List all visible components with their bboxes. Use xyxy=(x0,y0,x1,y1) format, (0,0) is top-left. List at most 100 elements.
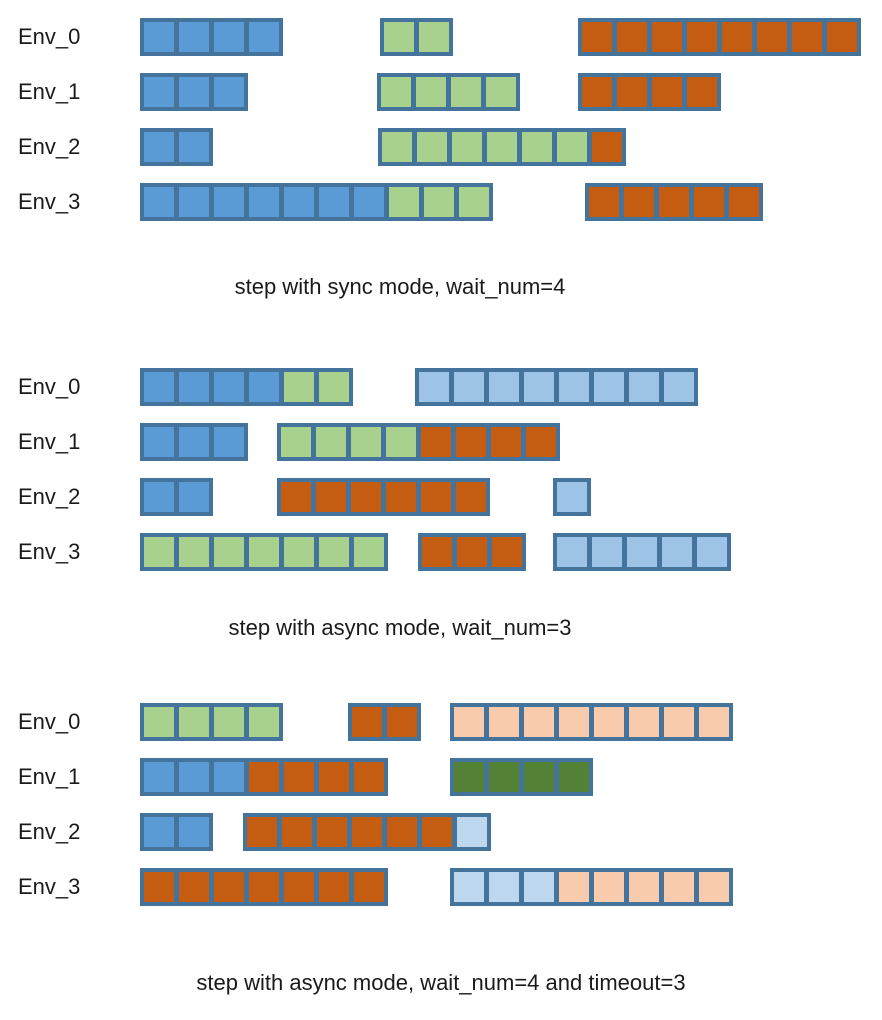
step-cell-light_blue xyxy=(524,372,554,402)
step-block xyxy=(140,758,388,796)
step-cell-pale_blue xyxy=(489,872,519,902)
step-cell-dark_green xyxy=(559,762,589,792)
step-cell-orange xyxy=(592,132,622,162)
step-cell-blue xyxy=(214,427,244,457)
step-cell-green xyxy=(179,707,209,737)
step-cell-green xyxy=(419,22,449,52)
step-cell-orange xyxy=(387,707,417,737)
step-cell-orange xyxy=(687,22,717,52)
step-cell-blue xyxy=(144,372,174,402)
step-cell-green xyxy=(144,537,174,567)
step-cell-blue xyxy=(354,187,384,217)
step-cell-blue xyxy=(249,372,279,402)
step-cell-green xyxy=(316,427,346,457)
step-block xyxy=(378,128,626,166)
step-cell-orange xyxy=(316,482,346,512)
step-cell-orange xyxy=(827,22,857,52)
step-cell-orange xyxy=(582,77,612,107)
env-label: Env_1 xyxy=(18,79,81,104)
step-cell-light_blue xyxy=(557,537,587,567)
env-label: Env_1 xyxy=(18,429,81,454)
panel-caption: step with async mode, wait_num=4 and tim… xyxy=(196,970,686,995)
step-cell-light_blue xyxy=(592,537,622,567)
step-cell-orange xyxy=(249,762,279,792)
step-cell-green xyxy=(417,132,447,162)
step-cell-orange xyxy=(456,427,486,457)
step-cell-orange xyxy=(624,187,654,217)
env-label: Env_2 xyxy=(18,819,81,844)
step-cell-orange xyxy=(722,22,752,52)
step-cell-blue xyxy=(214,762,244,792)
step-cell-orange xyxy=(352,707,382,737)
env-label: Env_0 xyxy=(18,24,81,49)
step-cell-blue xyxy=(214,77,244,107)
step-cell-green xyxy=(522,132,552,162)
step-cell-blue xyxy=(144,77,174,107)
step-cell-blue xyxy=(179,372,209,402)
step-cell-green xyxy=(281,427,311,457)
panel-caption: step with sync mode, wait_num=4 xyxy=(234,274,566,299)
timeline-row: Env_3 xyxy=(0,533,882,571)
step-cell-blue xyxy=(179,132,209,162)
step-cell-orange xyxy=(457,537,487,567)
step-cell-green xyxy=(319,372,349,402)
step-cell-peach xyxy=(664,707,694,737)
step-cell-green xyxy=(214,707,244,737)
step-cell-green xyxy=(384,22,414,52)
step-cell-light_blue xyxy=(664,372,694,402)
step-cell-blue xyxy=(249,22,279,52)
env-label: Env_3 xyxy=(18,539,81,564)
env-label: Env_0 xyxy=(18,709,81,734)
step-block xyxy=(415,368,698,406)
step-cell-green xyxy=(249,707,279,737)
step-cell-green xyxy=(284,537,314,567)
step-cell-orange xyxy=(284,762,314,792)
step-cell-pale_blue xyxy=(457,817,487,847)
step-cell-blue xyxy=(249,187,279,217)
step-cell-orange xyxy=(144,872,174,902)
step-cell-green xyxy=(144,707,174,737)
step-block xyxy=(553,478,591,516)
step-cell-peach xyxy=(699,872,729,902)
step-cell-peach xyxy=(594,707,624,737)
step-cell-orange xyxy=(281,482,311,512)
timeline-row: Env_0 xyxy=(0,368,882,406)
step-cell-green xyxy=(381,77,411,107)
step-cell-orange xyxy=(282,817,312,847)
step-cell-light_blue xyxy=(629,372,659,402)
timeline-row: Env_1 xyxy=(0,758,882,796)
step-cell-light_blue xyxy=(697,537,727,567)
step-cell-orange xyxy=(354,762,384,792)
step-cell-green xyxy=(424,187,454,217)
step-block xyxy=(418,533,526,571)
step-cell-orange xyxy=(526,427,556,457)
step-cell-orange xyxy=(617,77,647,107)
timeline-row: Env_1 xyxy=(0,423,882,461)
step-cell-peach xyxy=(454,707,484,737)
step-cell-green xyxy=(459,187,489,217)
step-cell-orange xyxy=(352,817,382,847)
step-cell-orange xyxy=(214,872,244,902)
step-cell-light_blue xyxy=(489,372,519,402)
step-cell-green xyxy=(284,372,314,402)
timeline-row: Env_0 xyxy=(0,703,882,741)
step-cell-orange xyxy=(421,427,451,457)
step-cell-blue xyxy=(214,187,244,217)
step-cell-orange xyxy=(456,482,486,512)
step-cell-orange xyxy=(249,872,279,902)
step-cell-green xyxy=(214,537,244,567)
step-cell-blue xyxy=(179,77,209,107)
step-block xyxy=(450,758,593,796)
timeline-row: Env_3 xyxy=(0,868,882,906)
step-cell-blue xyxy=(179,762,209,792)
timeline-row: Env_1 xyxy=(0,73,882,111)
step-cell-orange xyxy=(757,22,787,52)
step-cell-orange xyxy=(179,872,209,902)
step-block xyxy=(140,423,248,461)
env-label: Env_3 xyxy=(18,189,81,214)
step-cell-orange xyxy=(617,22,647,52)
step-block xyxy=(140,18,283,56)
step-cell-blue xyxy=(144,427,174,457)
step-block xyxy=(140,813,213,851)
step-cell-light_blue xyxy=(559,372,589,402)
